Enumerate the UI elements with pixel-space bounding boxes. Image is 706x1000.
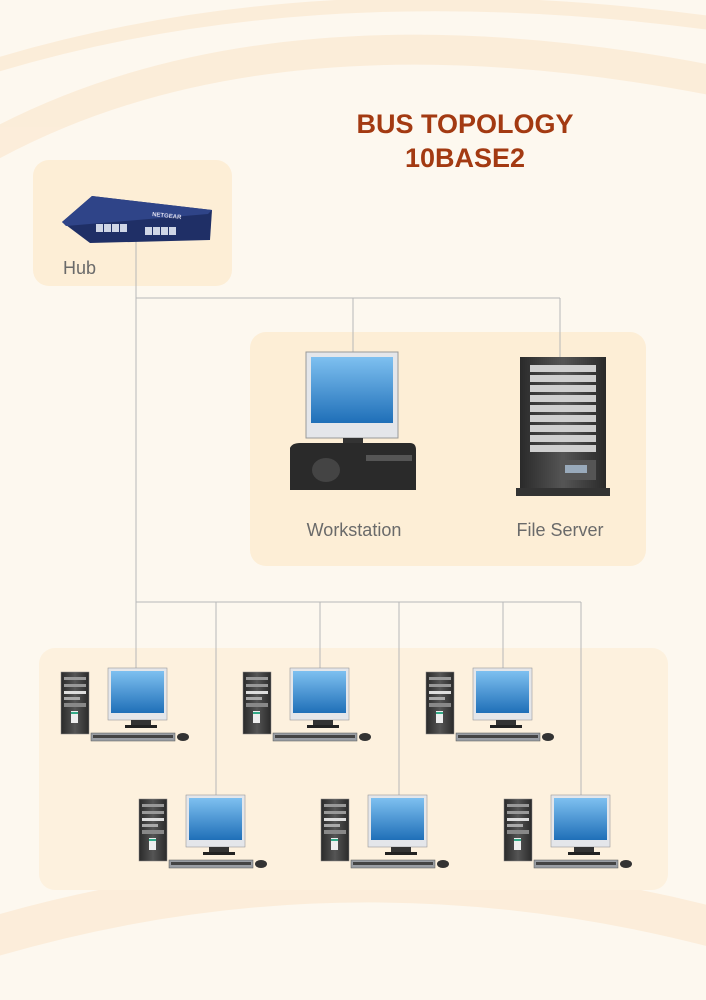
hub-switch[interactable]: NETGEAR (62, 196, 212, 243)
workstation-device[interactable] (290, 351, 416, 490)
workstation-label: Workstation (306, 520, 402, 540)
hub-brand-logo: NETGEAR (152, 212, 182, 221)
hub-label: Hub (63, 258, 97, 278)
file-server-label: File Server (516, 520, 604, 540)
diagram-title: BUS TOPOLOGY (356, 109, 574, 139)
file-server-device[interactable] (516, 357, 610, 496)
bus-lines (135, 232, 582, 795)
diagram-subtitle: 10BASE2 (404, 143, 526, 173)
